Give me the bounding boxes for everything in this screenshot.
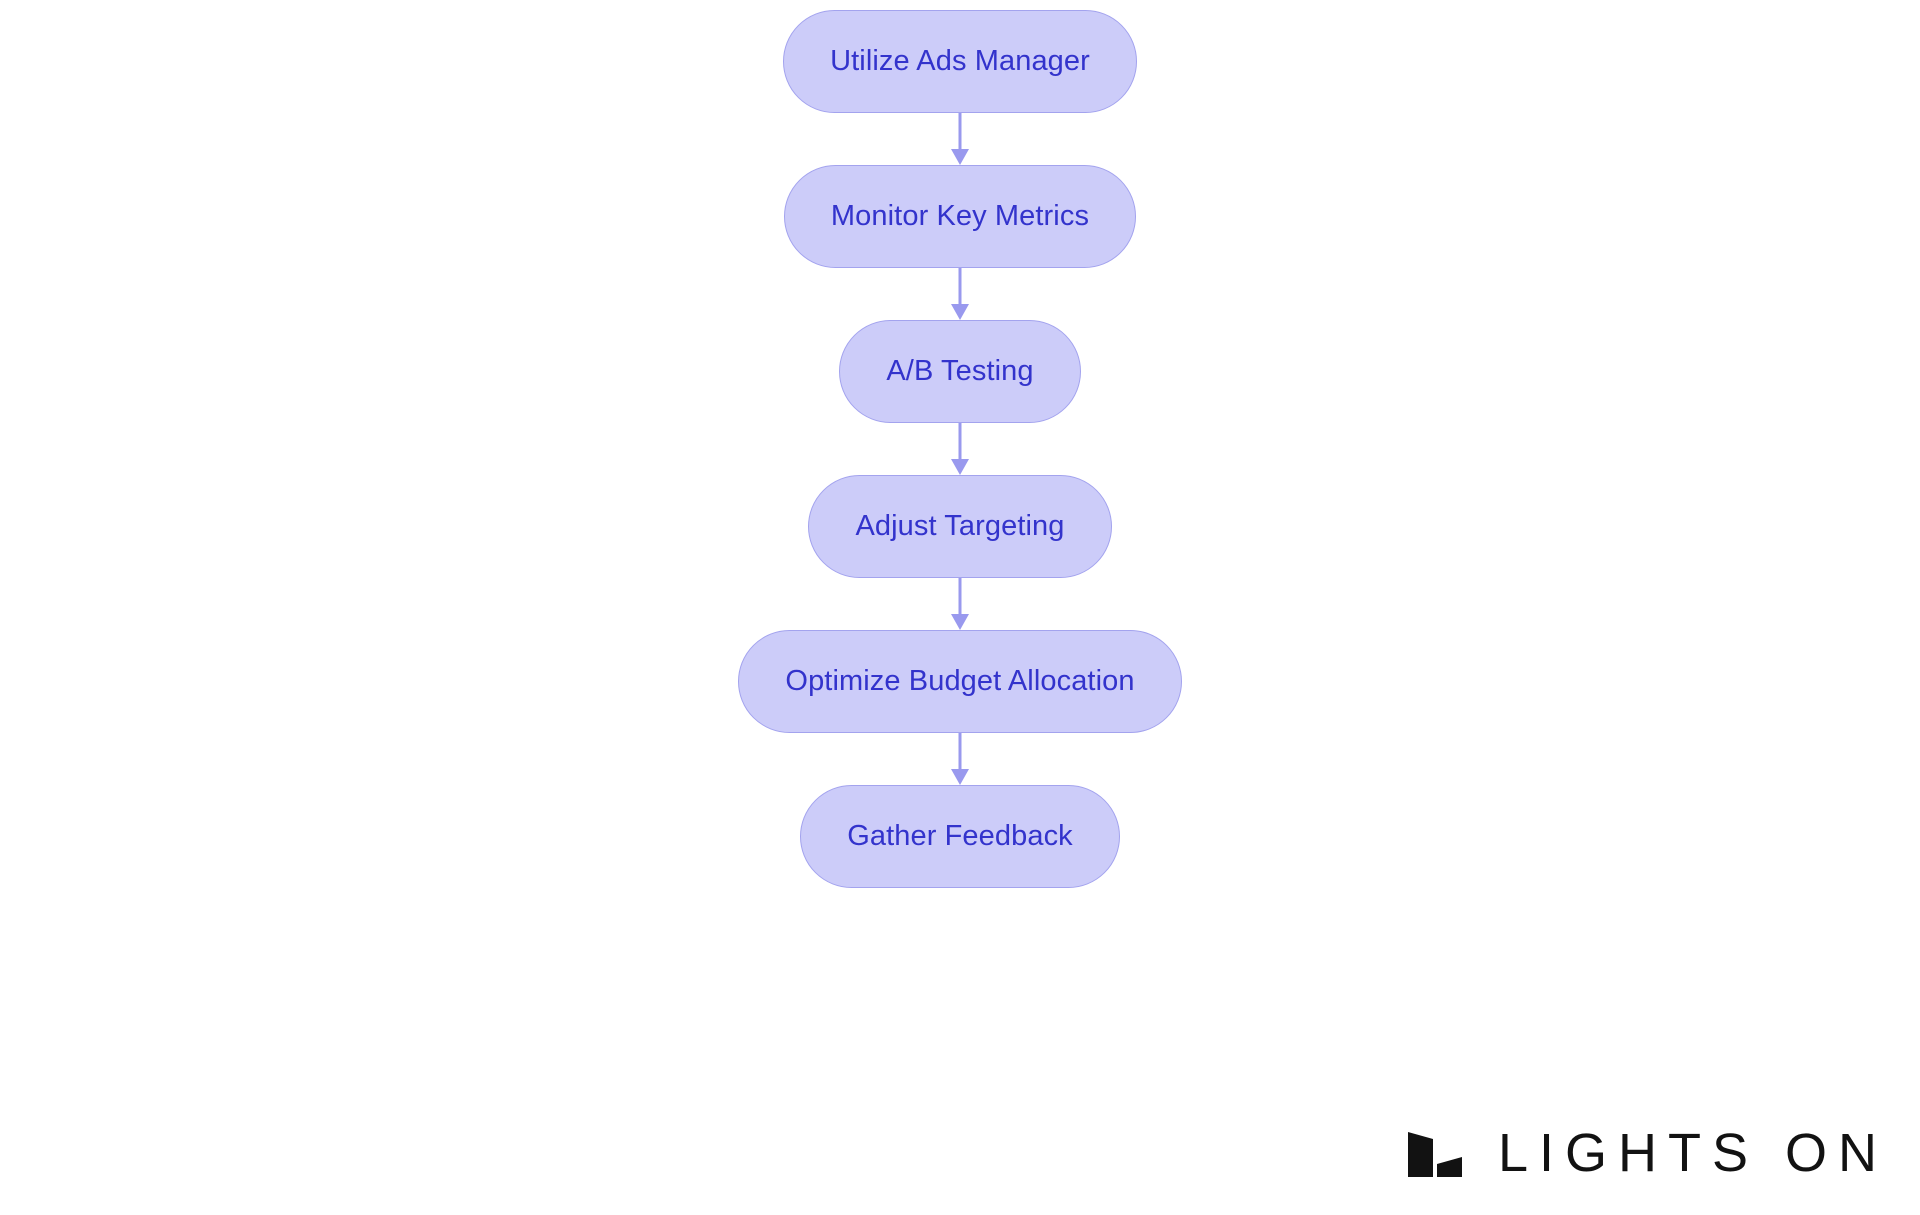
flow-node-monitor-key-metrics[interactable]: Monitor Key Metrics	[783, 165, 1137, 268]
flow-node-ab-testing[interactable]: A/B Testing	[839, 320, 1081, 423]
lights-on-mark-icon	[1408, 1132, 1462, 1177]
flow-node-adjust-targeting[interactable]: Adjust Targeting	[808, 475, 1112, 578]
flow-node-gather-feedback[interactable]: Gather Feedback	[800, 785, 1120, 888]
flow-node-label: Monitor Key Metrics	[830, 200, 1090, 232]
flow-node-label: A/B Testing	[886, 355, 1034, 387]
flow-arrow-optimize-budget-allocation-to-gather-feedback	[951, 733, 969, 785]
flow-arrow-adjust-targeting-to-optimize-budget-allocation	[951, 578, 969, 630]
flow-node-optimize-budget-allocation[interactable]: Optimize Budget Allocation	[738, 630, 1182, 733]
flow-arrow-monitor-key-metrics-to-ab-testing	[951, 268, 969, 320]
logo-wordmark: LIGHTS ON	[1498, 1123, 1889, 1183]
flow-node-label: Adjust Targeting	[855, 510, 1065, 542]
flow-node-label: Optimize Budget Allocation	[785, 665, 1135, 697]
flow-node-label: Gather Feedback	[847, 820, 1073, 852]
flow-arrow-utilize-ads-manager-to-monitor-key-metrics	[951, 113, 969, 165]
flow-node-label: Utilize Ads Manager	[830, 45, 1090, 77]
brand-logo: LIGHTS ON	[1406, 1122, 1888, 1184]
flow-node-utilize-ads-manager[interactable]: Utilize Ads Manager	[783, 10, 1137, 113]
flow-arrow-ab-testing-to-adjust-targeting	[951, 423, 969, 475]
